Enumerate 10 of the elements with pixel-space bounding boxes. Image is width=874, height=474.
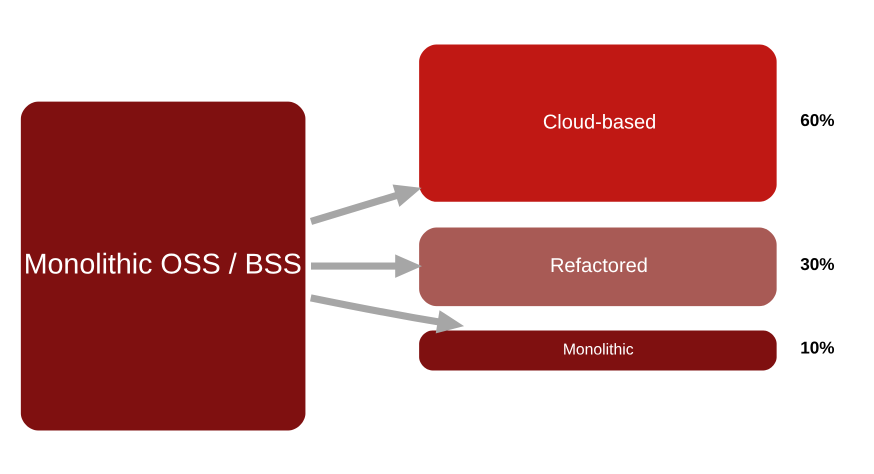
node-label: 10% [800,336,835,357]
node-box: Monolithic [419,330,777,370]
node-box: Cloud-based [419,44,777,202]
arrow [310,294,464,333]
node-box: Refactored [419,227,777,306]
node-label: 30% [800,253,835,274]
node-label: 60% [800,110,835,130]
arrow [311,254,422,278]
node-box: Monolithic OSS / BSS [20,101,306,430]
arrow [310,184,422,224]
